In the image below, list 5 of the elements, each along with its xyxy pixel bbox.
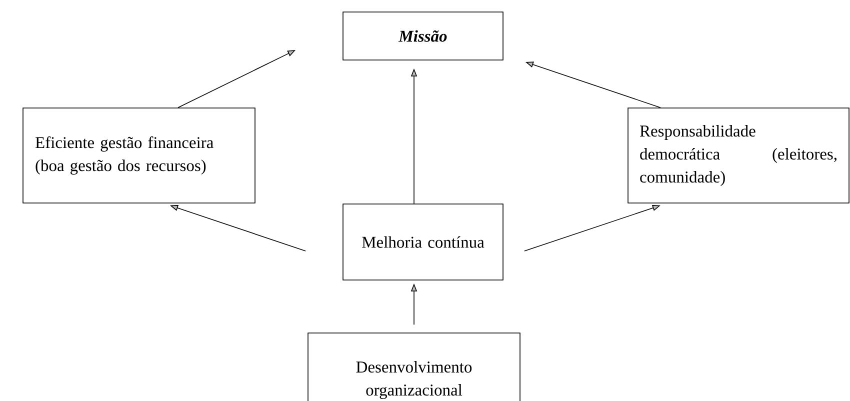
title-box: Missão — [342, 12, 504, 60]
process-box: Melhoria contínua — [342, 204, 504, 280]
process-box: Responsabilidade democrática (eleitores, comunidade) — [628, 108, 850, 204]
process-box: Eficiente gestão financeira (boa gestão dos recursos) — [22, 108, 256, 204]
process-box: Desenvolvimento organizacional — [308, 332, 520, 401]
